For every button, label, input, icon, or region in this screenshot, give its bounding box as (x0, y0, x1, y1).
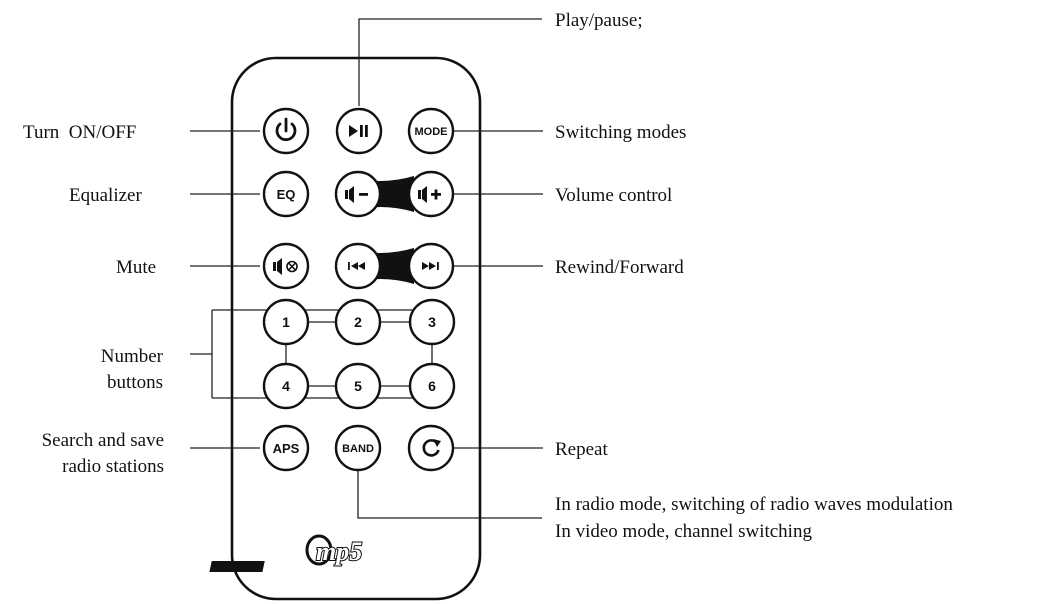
forward-button[interactable] (407, 242, 455, 290)
label-number-line-1: Number (101, 346, 164, 367)
label-band-line-1: In radio mode, switching of radio waves … (555, 494, 953, 515)
number-4-label: 4 (282, 378, 290, 394)
label-search-line-2: radio stations (62, 456, 164, 477)
volume-up-icon (418, 186, 441, 203)
number-6-label: 6 (428, 378, 436, 394)
volume-down-button[interactable] (334, 170, 382, 218)
play-pause-button[interactable] (335, 107, 383, 155)
volume-down-icon (345, 186, 368, 203)
number-2-label: 2 (354, 314, 362, 330)
aps-button[interactable]: APS (262, 424, 310, 472)
logo-main-text: mp5 (316, 537, 362, 566)
repeat-button[interactable] (407, 424, 455, 472)
number-1-button[interactable]: 1 (262, 298, 310, 346)
label-repeat: Repeat (555, 439, 608, 460)
number-2-button[interactable]: 2 (334, 298, 382, 346)
label-mute: Mute (116, 257, 156, 278)
number-1-label: 1 (282, 314, 290, 330)
mute-button[interactable] (262, 242, 310, 290)
rewind-button[interactable] (334, 242, 382, 290)
eq-button-label: EQ (277, 187, 296, 202)
rewind-icon (348, 262, 365, 270)
number-6-button[interactable]: 6 (408, 362, 456, 410)
band-button[interactable]: BAND (334, 424, 382, 472)
number-3-button[interactable]: 3 (408, 298, 456, 346)
forward-icon (422, 262, 439, 270)
repeat-icon (422, 439, 441, 457)
band-button-label: BAND (342, 443, 374, 455)
number-4-button[interactable]: 4 (262, 362, 310, 410)
aps-button-label: APS (273, 441, 300, 456)
eq-button[interactable]: EQ (262, 170, 310, 218)
logo-sub-text: CAR AUDIO (346, 563, 390, 572)
label-rewind-forward: Rewind/Forward (555, 257, 684, 278)
label-turn-on-off: Turn ON/OFF (23, 122, 136, 143)
callout-lines (190, 18, 543, 519)
label-play-pause: Play/pause; (555, 10, 643, 31)
number-5-label: 5 (354, 378, 362, 394)
power-button[interactable] (262, 107, 310, 155)
label-equalizer: Equalizer (69, 185, 142, 206)
power-icon (275, 117, 297, 142)
number-5-button[interactable]: 5 (334, 362, 382, 410)
number-3-label: 3 (428, 314, 436, 330)
label-switching-modes: Switching modes (555, 122, 686, 143)
label-volume-control: Volume control (555, 185, 672, 206)
mode-button[interactable]: MODE (407, 107, 455, 155)
play-pause-icon (349, 125, 368, 137)
mode-button-label: MODE (415, 126, 448, 138)
label-band-line-2: In video mode, channel switching (555, 521, 812, 542)
volume-up-button[interactable] (407, 170, 455, 218)
label-number-line-2: buttons (107, 372, 163, 393)
mute-icon (273, 258, 298, 275)
mp5-logo: mp5 CAR AUDIO (209, 534, 390, 572)
label-search-line-1: Search and save (42, 430, 164, 451)
